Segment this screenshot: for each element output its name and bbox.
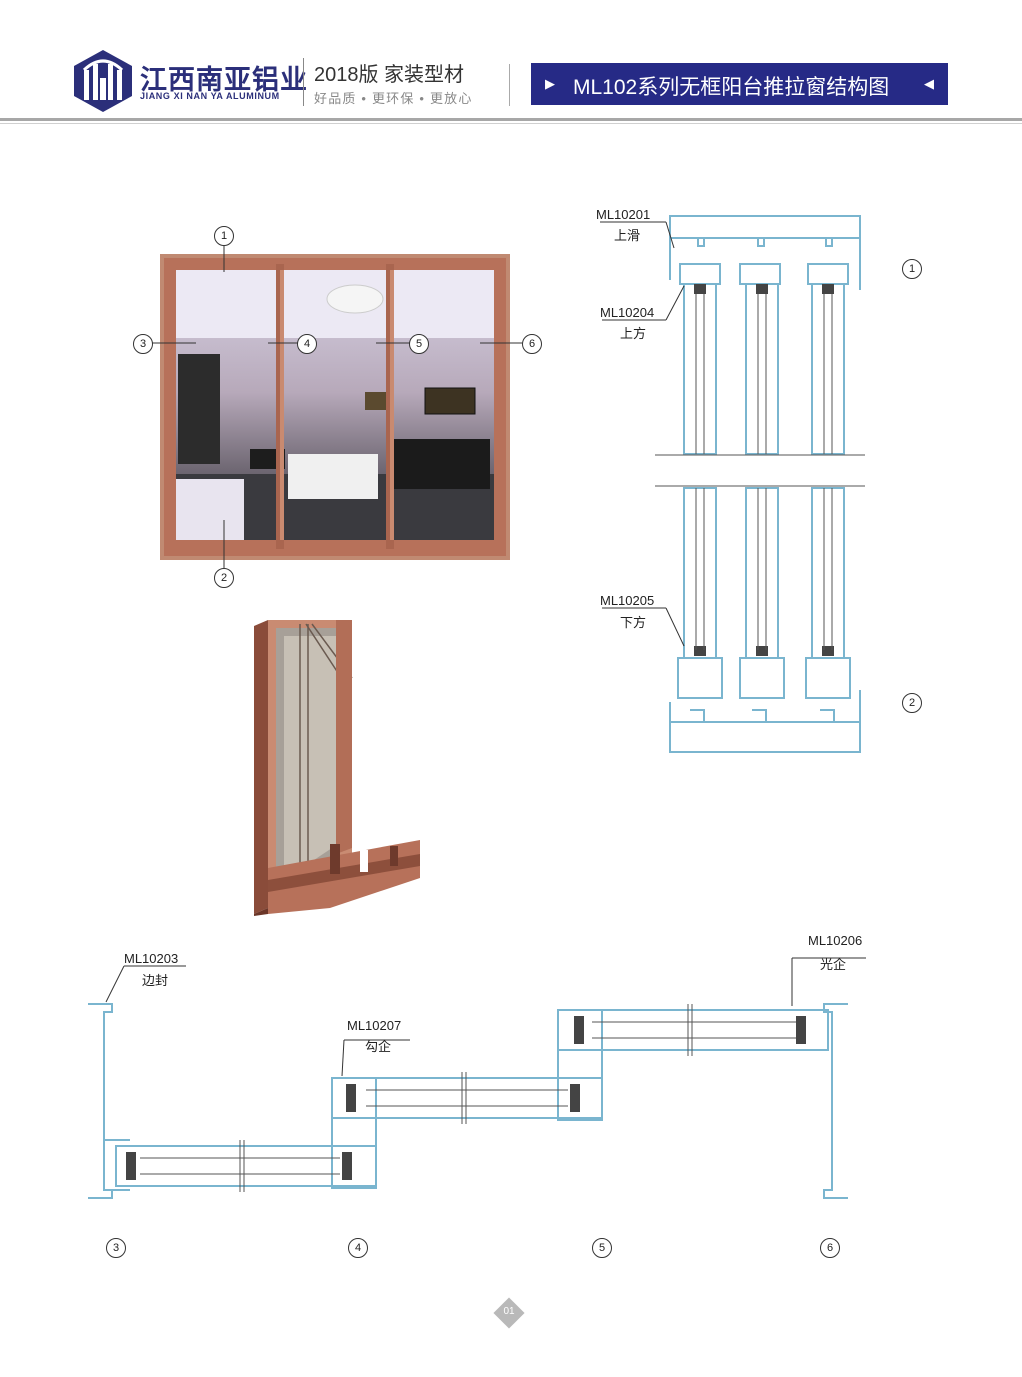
- upper-sash-code: ML10204: [600, 305, 655, 320]
- slogan: 好品质 • 更环保 • 更放心: [314, 91, 473, 106]
- plain-stile-name: 光企: [820, 957, 847, 972]
- catalog-edition: 2018版 家装型材: [314, 64, 465, 86]
- corner-sample-3d: [254, 620, 420, 916]
- top-profile-code: ML10201: [596, 207, 651, 222]
- callout-5: 5: [409, 334, 429, 354]
- horizontal-section-drawing: [88, 957, 866, 1199]
- window-photo: [160, 254, 510, 560]
- lower-sash-code: ML10205: [600, 593, 655, 608]
- lower-sash-name: 下方: [620, 615, 647, 630]
- callout-6: 6: [522, 334, 542, 354]
- callout-3: 3: [133, 334, 153, 354]
- horizontal-callout-3: 3: [106, 1238, 126, 1258]
- plain-stile-code: ML10206: [808, 933, 863, 948]
- title-banner: ▶ ML102系列无框阳台推拉窗结构图 ◀: [531, 63, 948, 105]
- horizontal-callout-6: 6: [820, 1238, 840, 1258]
- vertical-section-drawing: [600, 215, 865, 753]
- top-profile-name: 上滑: [614, 228, 641, 243]
- side-seal-code: ML10203: [124, 951, 179, 966]
- brand-name-cn: 江西南亚铝业: [140, 65, 308, 95]
- vertical-callout-1: 1: [902, 259, 922, 279]
- callout-1: 1: [214, 226, 234, 246]
- company-logo: [74, 50, 132, 112]
- page-title: ML102系列无框阳台推拉窗结构图: [573, 76, 890, 99]
- header-rule-thin: [0, 123, 1022, 124]
- upper-sash-name: 上方: [620, 326, 647, 341]
- play-left-icon: ◀: [924, 76, 934, 91]
- page-number: 01: [503, 1306, 515, 1317]
- brand-name-en: JIANG XI NAN YA ALUMINUM: [140, 91, 280, 101]
- hook-stile-code: ML10207: [347, 1018, 402, 1033]
- header-divider: [303, 58, 304, 106]
- horizontal-callout-5: 5: [592, 1238, 612, 1258]
- callout-2: 2: [214, 568, 234, 588]
- horizontal-callout-4: 4: [348, 1238, 368, 1258]
- vertical-callout-2: 2: [902, 693, 922, 713]
- callout-4: 4: [297, 334, 317, 354]
- hook-stile-name: 勾企: [365, 1039, 392, 1054]
- side-seal-name: 边封: [142, 973, 169, 988]
- play-right-icon: ▶: [545, 76, 555, 91]
- header-divider-2: [509, 64, 510, 106]
- header-rule: [0, 118, 1022, 121]
